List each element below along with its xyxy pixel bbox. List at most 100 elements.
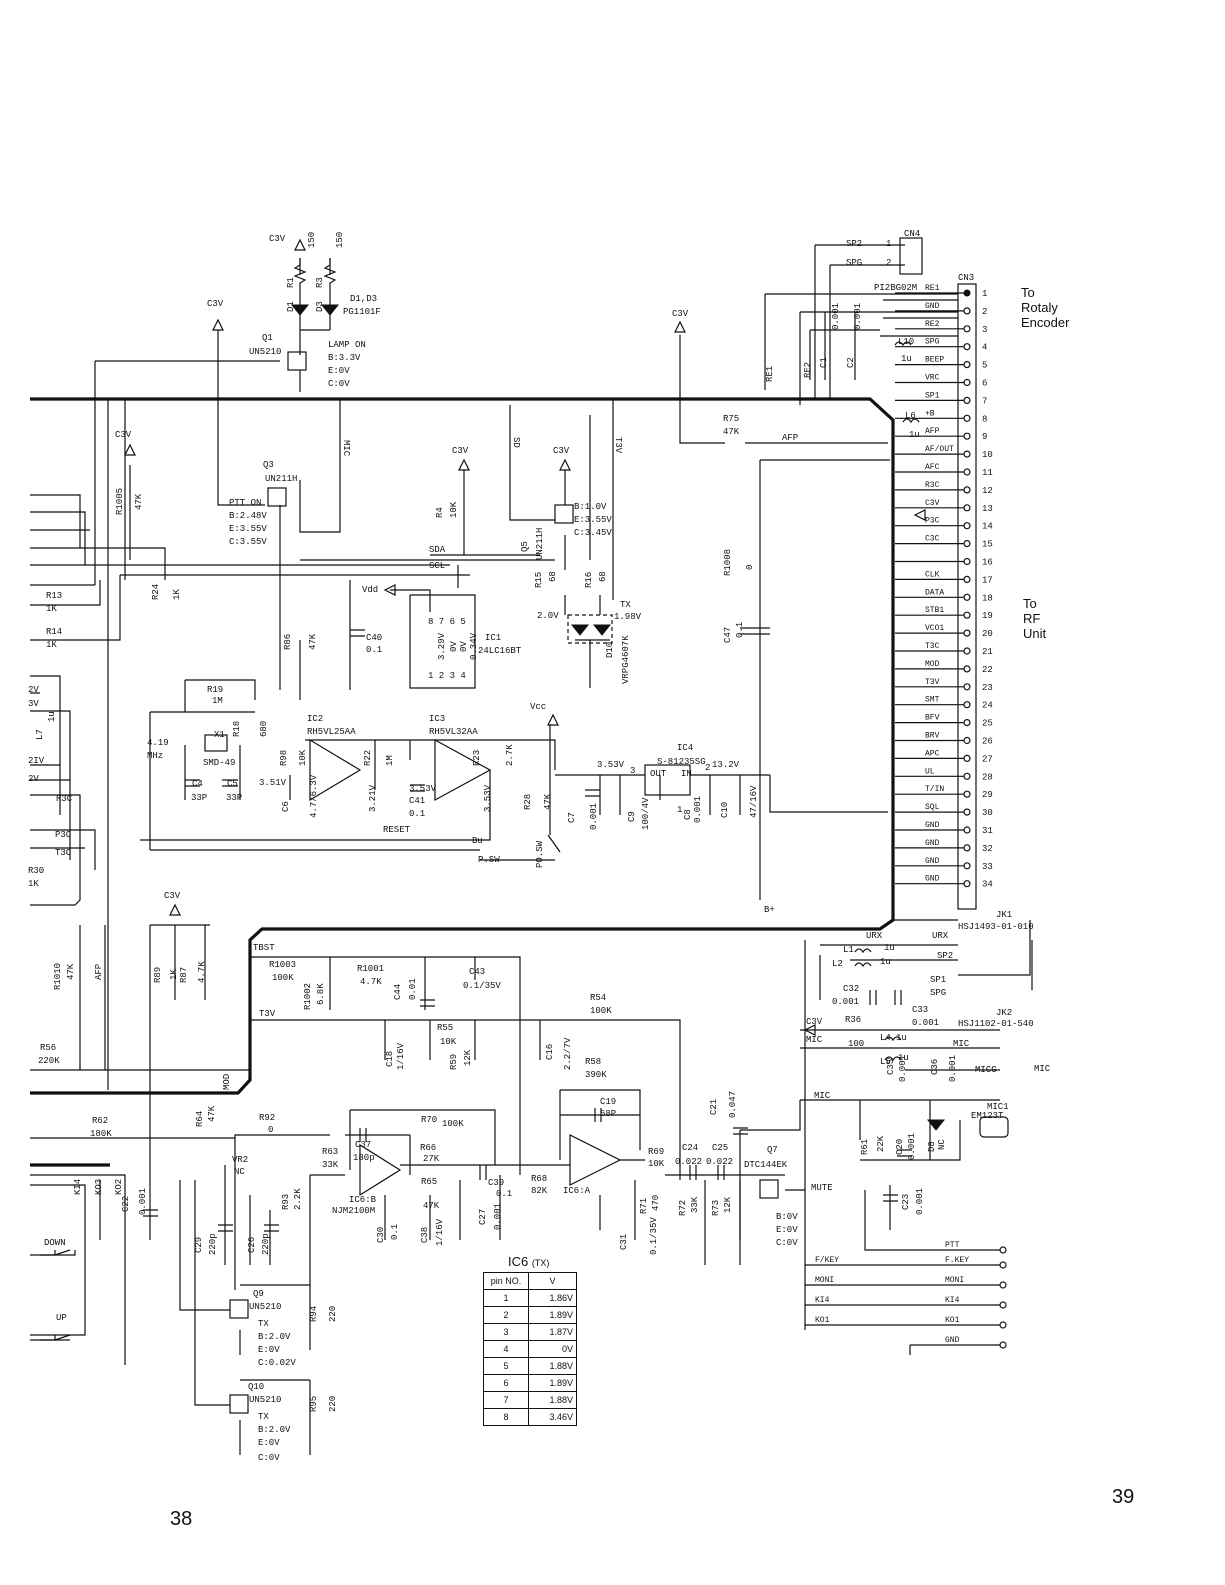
cn3-pin: [963, 486, 971, 494]
component-label: C29: [194, 1237, 204, 1253]
component-label: 3.53V: [597, 760, 625, 770]
component-label: C10: [720, 802, 730, 818]
pin-cell: 4: [483, 1340, 529, 1358]
component-label: SP2: [846, 239, 862, 249]
component-label: C3V: [553, 446, 570, 456]
component-label: 0.001: [831, 303, 841, 330]
cn3-signal-label: T3V: [925, 678, 940, 687]
component-label: R3: [315, 277, 325, 288]
component-label: R3C: [56, 794, 73, 804]
component-label: 2IV: [28, 756, 45, 766]
component-label: 2: [886, 258, 891, 268]
component-label: 12K: [723, 1196, 733, 1213]
component-label: Bu: [472, 836, 483, 846]
output-terminal: [999, 1246, 1007, 1254]
cn3-pin: [963, 701, 971, 709]
component-label: 2V: [28, 774, 39, 784]
component-label: 4.7K: [360, 977, 382, 987]
cn3-pin: [963, 396, 971, 404]
component-label: 2.2K: [293, 1188, 303, 1210]
component-label: 1M: [212, 696, 223, 706]
component-label: R1003: [269, 960, 296, 970]
cn3-signal-label: STB1: [925, 606, 944, 615]
cn3-signal-label: VCO1: [925, 624, 944, 633]
component-label: D8: [927, 1141, 937, 1152]
component-label: UN211H: [265, 474, 297, 484]
components: [40, 238, 1009, 1414]
cn3-pin: [963, 504, 971, 512]
component-label: R22: [363, 750, 373, 766]
component-label: R63: [322, 1147, 338, 1157]
component-label: R75: [723, 414, 739, 424]
component-label: 0.34V: [469, 632, 479, 660]
component-label: C3V: [115, 430, 132, 440]
component-label: 3.53V: [483, 784, 493, 812]
terminal-label: F.KEY: [945, 1256, 969, 1265]
terminal-label: GND: [945, 1336, 960, 1345]
cn3-signal-label: R3C: [925, 481, 940, 490]
ic6-header-row: pin NO. V: [483, 1272, 577, 1290]
component-label: EM123T: [971, 1111, 1004, 1121]
cn3-pin: [963, 808, 971, 816]
component-label: C2: [846, 357, 856, 368]
component-label: 4.7/6.3V: [309, 774, 319, 818]
component-label: R72: [678, 1200, 688, 1216]
voltage-cell: 1.88V: [528, 1391, 577, 1409]
component-label: 47K: [543, 793, 553, 810]
cn3-pin: [963, 718, 971, 727]
component-label: R68: [531, 1174, 547, 1184]
component-label: 220: [328, 1306, 338, 1322]
cn3-pin-number: 24: [982, 701, 993, 711]
component-label: 100K: [442, 1119, 464, 1129]
component-label: L4: [880, 1033, 891, 1043]
cn3-pin-number: 3: [982, 325, 987, 335]
component-label: 680: [259, 721, 269, 737]
component-label: SPG: [846, 258, 862, 268]
component-label: 24LC16BT: [478, 646, 522, 656]
component-label: R58: [585, 1057, 601, 1067]
voltage-cell: 1.88V: [528, 1357, 577, 1375]
component-label: C20: [895, 1139, 905, 1155]
component-label: C19: [600, 1097, 616, 1107]
pin-cell: 5: [483, 1357, 529, 1375]
component-label: R73: [711, 1200, 721, 1216]
component-label: PI2BG02M: [874, 283, 917, 293]
component-label: TX: [620, 600, 631, 610]
cn3-signal-label: SPG: [925, 338, 940, 347]
component-label: TX: [258, 1319, 269, 1329]
component-label: Q5: [520, 541, 530, 552]
component-label: C16: [545, 1044, 555, 1060]
cn3-pin: [963, 343, 971, 351]
component-label: R70: [421, 1115, 437, 1125]
component-label: C:0V: [258, 1453, 280, 1463]
component-label: E:0V: [328, 366, 350, 376]
component-label: MOD: [222, 1074, 232, 1090]
component-label: 0: [745, 565, 755, 570]
cn3-signal-label: SMT: [925, 696, 940, 705]
component-label: URX: [866, 931, 883, 941]
component-label: SP2: [937, 951, 953, 961]
cn3-pin: [963, 539, 971, 548]
rotary-label-line3: Encoder: [1021, 315, 1070, 330]
component-label: 390K: [585, 1070, 607, 1080]
component-label: 180K: [90, 1129, 112, 1139]
cn3-pin-number: 23: [982, 683, 993, 693]
component-label: 0.1: [735, 622, 745, 638]
pin-cell: 3: [483, 1323, 529, 1341]
component-label: CN3: [958, 273, 974, 283]
component-label: UN211H: [535, 528, 545, 560]
component-label: C27: [478, 1209, 488, 1225]
pin-cell: 6: [483, 1374, 529, 1392]
component-label: P3C: [55, 830, 72, 840]
cn3-signal-label: APC: [925, 749, 940, 758]
component-label: VRPG4607K: [621, 635, 631, 684]
cn3-pin-number: 13: [982, 504, 993, 514]
component-label: R93: [281, 1194, 291, 1210]
component-label: B:2.0V: [258, 1425, 291, 1435]
component-label: L6: [905, 411, 916, 421]
cn3-signal-label: GND: [925, 857, 940, 866]
